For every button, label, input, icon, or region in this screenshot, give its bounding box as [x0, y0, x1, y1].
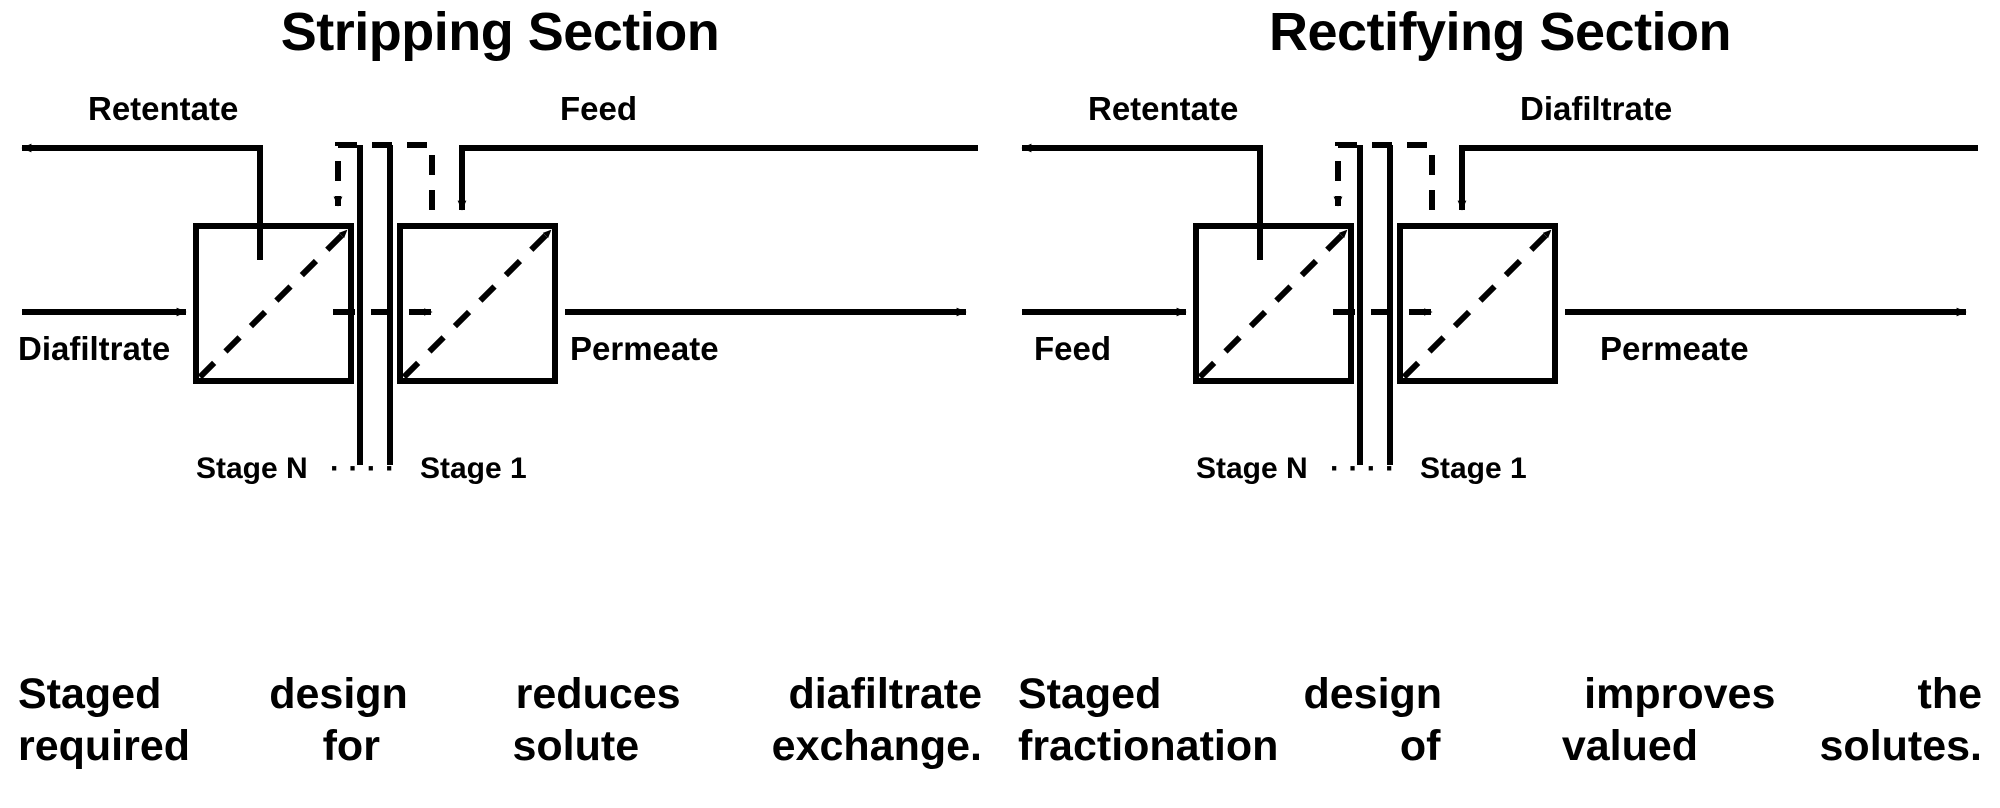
- retentate-stream-line: [1021, 143, 1263, 260]
- caption-stripping-line-1: Staged design reduces diafiltrate: [18, 670, 982, 718]
- stage-n-module-box: [193, 223, 354, 384]
- label-stage-ellipsis: · · · ·: [1330, 452, 1395, 485]
- panel-title-rectifying: Rectifying Section: [1268, 2, 1732, 62]
- label-diafiltrate: Diafiltrate: [18, 330, 170, 367]
- label-retentate: Retentate: [88, 90, 238, 127]
- caption-rectifying: Staged design improves the fractionation…: [1018, 668, 1982, 773]
- label-stage-1: Stage 1: [1420, 452, 1527, 485]
- caption-rectifying-line-1: Staged design improves the: [1018, 670, 1982, 718]
- diafiltrate-stream-line: [1457, 145, 1978, 211]
- label-retentate: Retentate: [1088, 90, 1238, 127]
- label-stage-n: Stage N: [196, 452, 308, 485]
- caption-rectifying-line-2: fractionation of valued solutes.: [1018, 722, 1982, 771]
- label-permeate: Permeate: [570, 330, 719, 367]
- panel-title-stripping: Stripping Section: [280, 2, 720, 62]
- stripping-flow-diagram: Retentate Feed Diafiltrate Permeate Stag…: [18, 90, 978, 485]
- feed-stream-line: [457, 145, 978, 211]
- panel-rectifying-section: Rectifying Section Retentate Diafiltrate: [1000, 0, 2000, 808]
- label-stage-n: Stage N: [1196, 452, 1308, 485]
- stage-n-module-box: [1193, 223, 1354, 384]
- stage-1-membrane-diagonal: [1401, 227, 1554, 380]
- recycle-loop-dashed-arrow: [1333, 142, 1435, 210]
- label-feed: Feed: [560, 90, 637, 127]
- caption-stripping-line-2: required for solute exchange.: [18, 722, 982, 771]
- panel-stripping-section: Stripping Section Re: [18, 2, 982, 773]
- label-stage-ellipsis: · · · ·: [330, 452, 395, 485]
- stage-n-membrane-diagonal: [1197, 227, 1350, 380]
- rectifying-flow-diagram: Retentate Diafiltrate Feed Permeate Stag…: [1021, 90, 1978, 485]
- retentate-stream-line: [21, 143, 263, 260]
- recycle-loop-dashed-arrow: [333, 142, 435, 210]
- stage-1-module-box: [397, 223, 558, 384]
- caption-stripping: Staged design reduces diafiltrate requir…: [18, 668, 982, 773]
- label-diafiltrate: Diafiltrate: [1520, 90, 1672, 127]
- stage-n-membrane-diagonal: [197, 227, 350, 380]
- label-stage-1: Stage 1: [420, 452, 527, 485]
- label-permeate: Permeate: [1600, 330, 1749, 367]
- stage-1-module-box: [1397, 223, 1558, 384]
- label-feed: Feed: [1034, 330, 1111, 367]
- stage-1-membrane-diagonal: [401, 227, 554, 380]
